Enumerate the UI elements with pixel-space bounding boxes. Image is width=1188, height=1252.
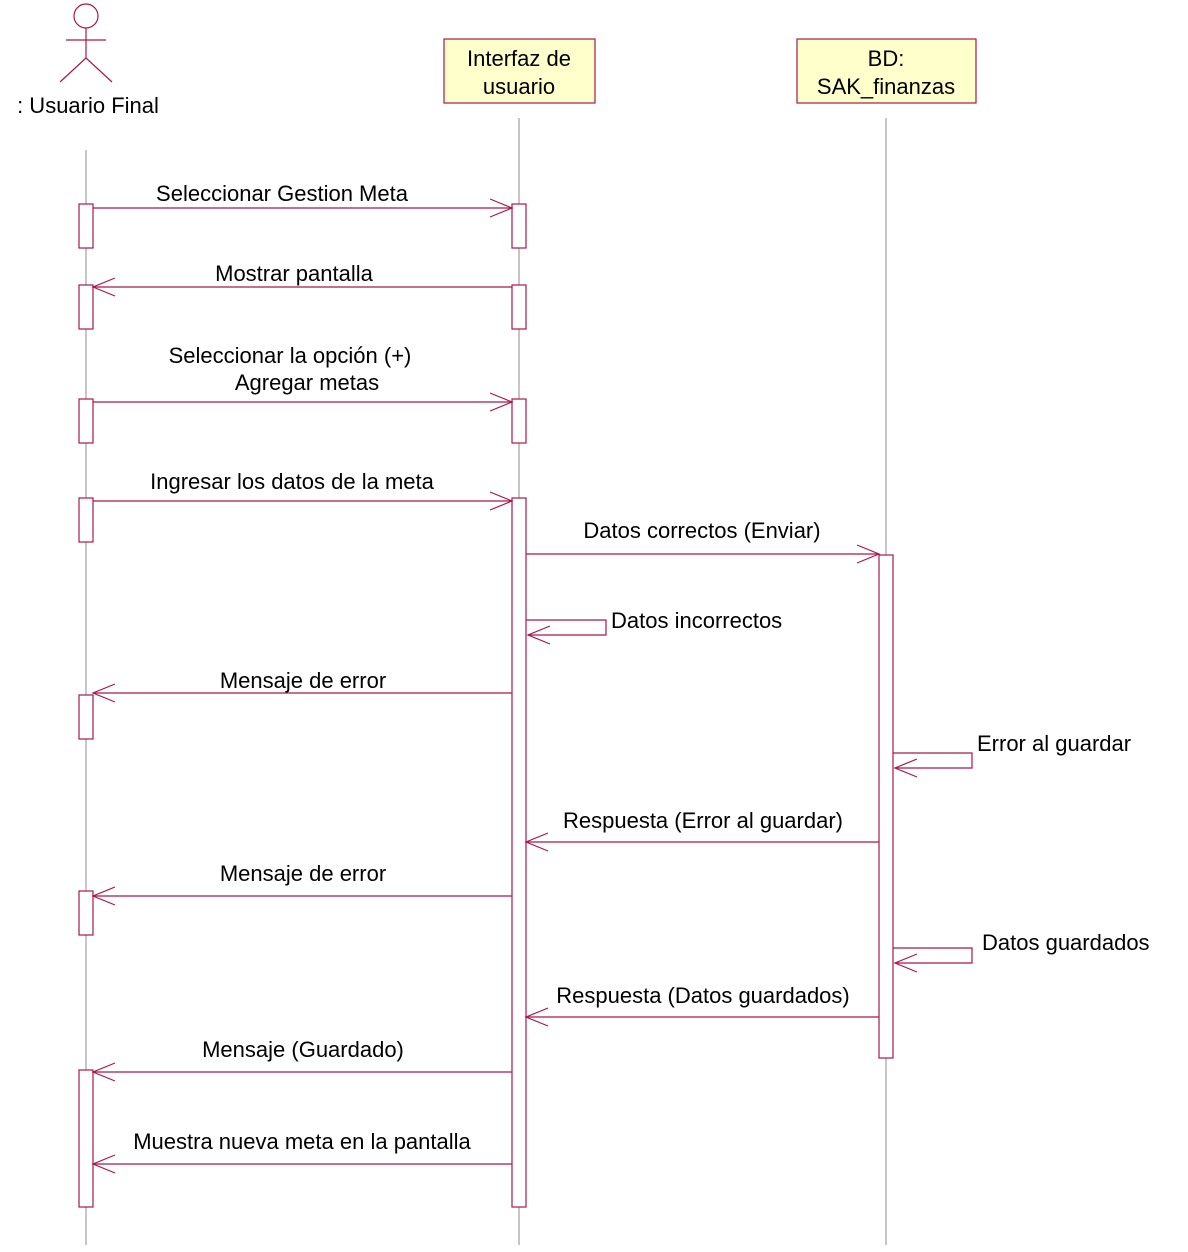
object-db-line2: SAK_finanzas bbox=[817, 74, 955, 99]
object-db-line1: BD: bbox=[868, 46, 905, 71]
activation-user-7 bbox=[78, 1069, 94, 1208]
object-ui-line2: usuario bbox=[483, 74, 555, 99]
message-label: Respuesta (Datos guardados) bbox=[556, 983, 850, 1008]
object-bd-sak-finanzas: BD: SAK_finanzas bbox=[796, 38, 977, 104]
message-respuesta-error: Respuesta (Error al guardar) bbox=[524, 808, 879, 852]
activation-user-1 bbox=[78, 203, 94, 249]
actor-head bbox=[73, 3, 99, 29]
message-label: Datos incorrectos bbox=[611, 608, 782, 633]
message-respuesta-datos-guardados: Respuesta (Datos guardados) bbox=[524, 983, 879, 1027]
message-label: Mensaje de error bbox=[220, 861, 386, 886]
object-interfaz-usuario: Interfaz de usuario bbox=[443, 38, 596, 104]
actor-left-leg bbox=[59, 57, 87, 83]
message-label: Ingresar los datos de la meta bbox=[150, 469, 434, 494]
activation-ui-2 bbox=[511, 284, 527, 330]
object-box-ui bbox=[443, 38, 596, 104]
object-box-db bbox=[796, 38, 977, 104]
activation-ui-3 bbox=[511, 398, 527, 444]
message-label: Seleccionar Gestion Meta bbox=[156, 181, 409, 206]
message-label: Respuesta (Error al guardar) bbox=[563, 808, 843, 833]
object-ui-line1: Interfaz de bbox=[467, 46, 571, 71]
message-ingresar-datos: Ingresar los datos de la meta bbox=[93, 469, 514, 511]
actor-label: : Usuario Final bbox=[17, 93, 159, 118]
activation-ui-1 bbox=[511, 203, 527, 249]
message-label: Datos correctos (Enviar) bbox=[583, 518, 820, 543]
message-mostrar-pantalla: Mostrar pantalla bbox=[91, 261, 512, 297]
activation-ui-4 bbox=[511, 497, 527, 1208]
actor-usuario-final: : Usuario Final bbox=[17, 3, 159, 118]
message-mensaje-error-1: Mensaje de error bbox=[91, 668, 512, 703]
message-label: Datos guardados bbox=[982, 930, 1150, 955]
message-label: Mostrar pantalla bbox=[215, 261, 374, 286]
message-datos-guardados: Datos guardados bbox=[893, 930, 1150, 973]
actor-right-leg bbox=[85, 57, 113, 83]
message-label: Mensaje (Guardado) bbox=[202, 1037, 404, 1062]
activation-db-1 bbox=[878, 554, 894, 1059]
message-seleccionar-opcion: Seleccionar la opción (+) Agregar metas bbox=[93, 343, 514, 412]
activation-user-4 bbox=[78, 497, 94, 543]
activation-user-6 bbox=[78, 890, 94, 936]
message-mensaje-guardado: Mensaje (Guardado) bbox=[91, 1037, 512, 1082]
message-label: Mensaje de error bbox=[220, 668, 386, 693]
message-label: Error al guardar bbox=[977, 731, 1131, 756]
message-datos-incorrectos: Datos incorrectos bbox=[526, 608, 782, 645]
message-mensaje-error-2: Mensaje de error bbox=[91, 861, 512, 906]
activation-user-5 bbox=[78, 694, 94, 740]
message-label: Muestra nueva meta en la pantalla bbox=[133, 1129, 471, 1154]
message-error-al-guardar: Error al guardar bbox=[893, 731, 1131, 778]
message-label-line2: Agregar metas bbox=[235, 370, 379, 395]
activation-user-2 bbox=[78, 284, 94, 330]
message-muestra-nueva-meta: Muestra nueva meta en la pantalla bbox=[91, 1129, 512, 1174]
message-seleccionar-gestion-meta: Seleccionar Gestion Meta bbox=[93, 181, 514, 218]
activation-user-3 bbox=[78, 398, 94, 444]
message-datos-correctos: Datos correctos (Enviar) bbox=[526, 518, 881, 564]
message-label-line1: Seleccionar la opción (+) bbox=[169, 343, 412, 368]
